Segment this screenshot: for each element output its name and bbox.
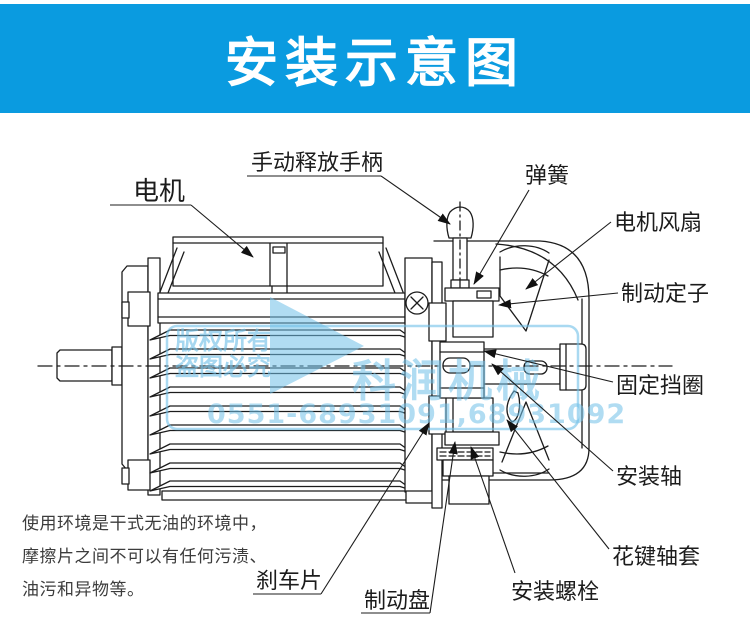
brake-stator-section — [428, 287, 500, 446]
brake-disc-section — [436, 447, 494, 505]
usage-note-line: 使用环境是干式无油的环境中， — [22, 514, 267, 534]
leader-motor — [190, 204, 254, 258]
motor-drawing — [37, 201, 673, 509]
watermark-brand: 科润机械 — [352, 356, 544, 407]
release-handle — [446, 201, 474, 301]
watermark-frame — [165, 324, 580, 431]
watermark-copyright-1: 版权所有 — [175, 327, 271, 355]
usage-note-line: 摩擦片之间不可以有任何污渍、 — [22, 547, 267, 567]
leader-spring — [473, 189, 530, 285]
watermark: 版权所有 盗图必究 科润机械 0551-68931091,68931092 — [165, 297, 626, 431]
label-brake-disc: 制动盘 — [364, 589, 430, 614]
leader-fixed-retaining-ring — [483, 349, 614, 383]
label-mounting-shaft: 安装轴 — [616, 465, 682, 490]
leader-manual-release-handle — [380, 175, 451, 225]
label-brake-pad: 刹车片 — [256, 569, 322, 594]
label-motor: 电机 — [133, 177, 185, 207]
leader-brake-stator — [498, 292, 619, 309]
label-manual-release-handle: 手动释放手柄 — [251, 151, 383, 176]
title-banner: 安装示意图 — [0, 4, 750, 113]
watermark-phone: 0551-68931091,68931092 — [207, 399, 626, 430]
leader-motor-fan — [525, 221, 612, 290]
leader-mounting-shaft — [491, 363, 614, 472]
label-spline-shaft-sleeve: 花键轴套 — [612, 545, 700, 570]
label-motor-fan: 电机风扇 — [614, 211, 702, 236]
label-fixed-retaining-ring: 固定挡圈 — [616, 374, 704, 399]
label-mounting-bolt: 安装螺栓 — [511, 580, 599, 605]
usage-note-line: 油污和异物等。 — [22, 580, 145, 600]
label-spring: 弹簧 — [525, 164, 569, 189]
spline-hub — [439, 341, 485, 399]
terminal-box — [159, 236, 404, 322]
leader-spline-shaft-sleeve — [506, 419, 610, 550]
watermark-copyright-2: 盗图必究 — [175, 353, 271, 381]
leader-mounting-bolt — [470, 446, 516, 574]
page-title: 安装示意图 — [225, 32, 525, 94]
label-brake-stator: 制动定子 — [621, 282, 709, 307]
leader-brake-disc — [429, 441, 458, 614]
watermark-triangle-icon — [270, 297, 364, 394]
leader-brake-pad — [320, 422, 430, 595]
callouts: 电机 手动释放手柄 弹簧 电机风扇 制动定子 固定挡圈 安装轴 花键轴套 — [110, 151, 709, 614]
usage-note: 使用环境是干式无油的环境中， 摩擦片之间不可以有任何污渍、 油污和异物等。 — [22, 508, 272, 607]
